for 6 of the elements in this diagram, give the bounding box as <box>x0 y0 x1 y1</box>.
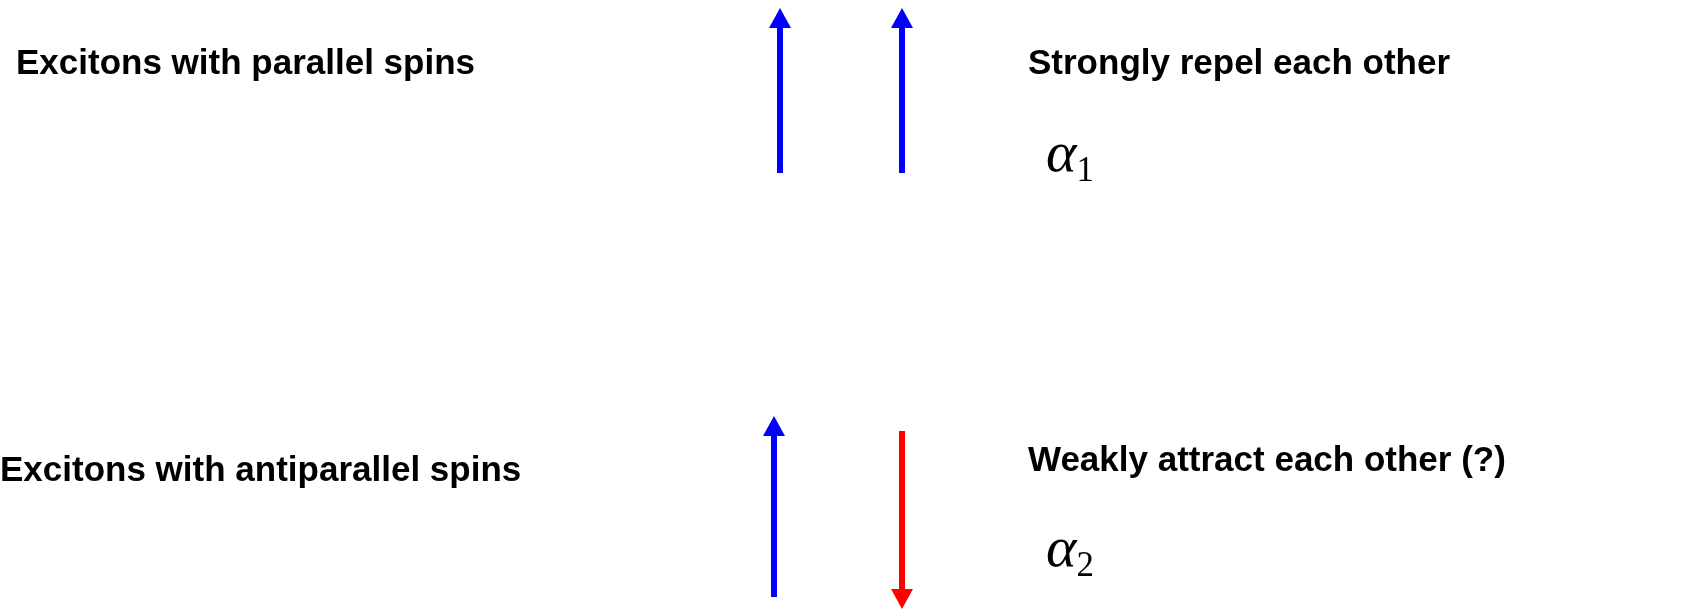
text-label: Weakly attract each other (?) <box>1028 440 1506 479</box>
math-symbol: α$_{1}$ <box>1046 120 1094 190</box>
text-label: Strongly repel each other <box>1028 43 1451 82</box>
text-label: Excitons with antiparallel spins <box>0 450 522 489</box>
text-label: Excitons with parallel spins <box>16 43 476 82</box>
math-symbol: α$_{2}$ <box>1046 515 1094 585</box>
